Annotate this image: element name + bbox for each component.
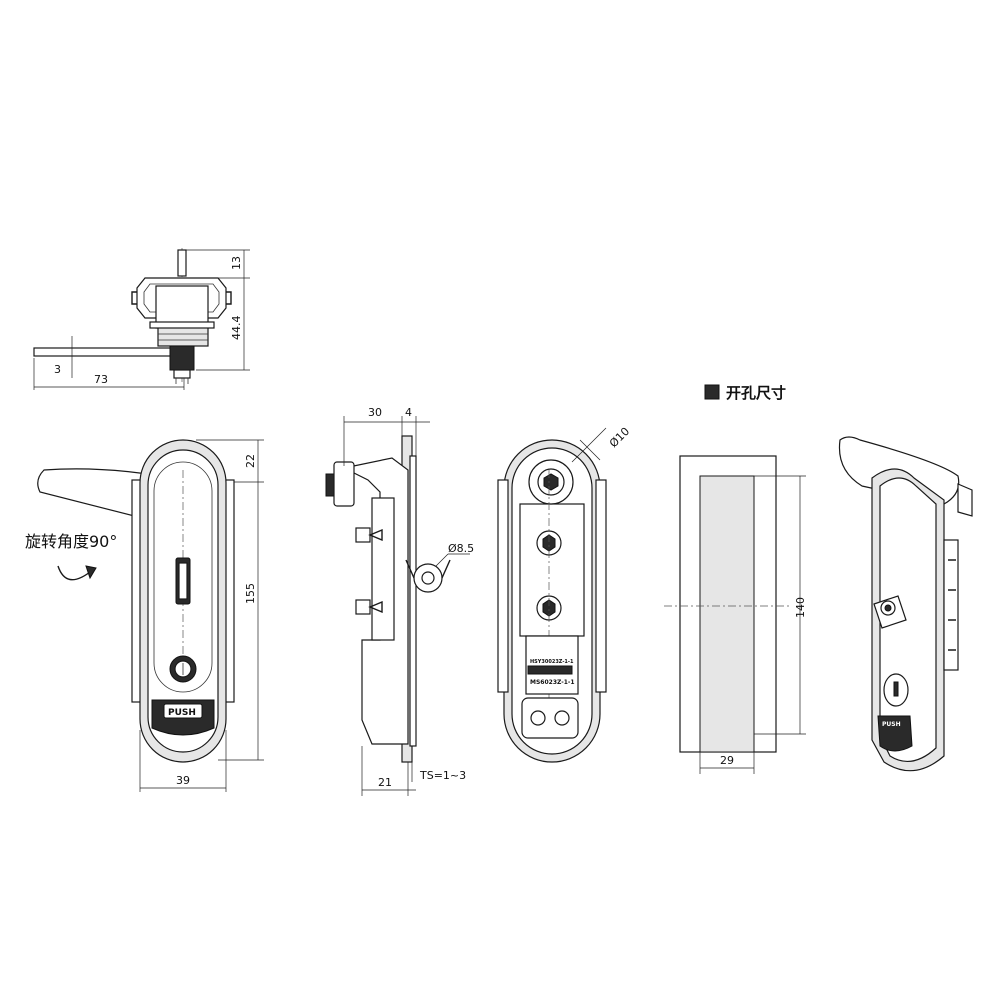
side-view: 30 4 Ø8.5 21 TS=1~3 (325, 406, 474, 796)
dim-front-width: 39 (176, 774, 190, 787)
dim-side-bottom: 21 (378, 776, 392, 789)
dim-cutout-width: 29 (720, 754, 734, 767)
push-label-front: PUSH (168, 708, 196, 718)
plate-code-top: HSY30023Z-1-1 (530, 659, 574, 665)
dim-front-height: 155 (244, 583, 257, 604)
cutout-view: 开孔尺寸 140 29 (664, 384, 807, 774)
top-view: 13 44.4 3 73 (33, 248, 250, 390)
dim-back-hole: Ø10 (607, 425, 632, 450)
dim-top-length: 73 (94, 373, 108, 386)
rotation-arrow (57, 565, 91, 581)
dim-side-hole: Ø8.5 (448, 542, 474, 555)
cutout-title-square (704, 384, 720, 400)
cutout-title: 开孔尺寸 (726, 384, 786, 402)
dim-front-top: 22 (244, 454, 257, 468)
plate-code: MS6023Z-1-1 (530, 679, 575, 686)
dim-top-height: 44.4 (230, 316, 243, 341)
dim-side-ts: TS=1~3 (419, 769, 466, 782)
push-label-iso: PUSH (882, 721, 901, 728)
isometric-view: PUSH (838, 436, 973, 772)
rotation-label: 旋转角度90° (25, 532, 117, 551)
dim-top-shaft: 13 (230, 256, 243, 270)
dim-cutout-height: 140 (794, 597, 807, 618)
front-view: PUSH 旋转角度90° 22 155 39 (25, 439, 264, 792)
dim-top-plate: 3 (54, 363, 61, 376)
dim-side-plate: 4 (405, 406, 412, 419)
back-view: HSY30023Z-1-1 MS6023Z-1-1 Ø10 (497, 425, 632, 763)
dim-side-depth: 30 (368, 406, 382, 419)
